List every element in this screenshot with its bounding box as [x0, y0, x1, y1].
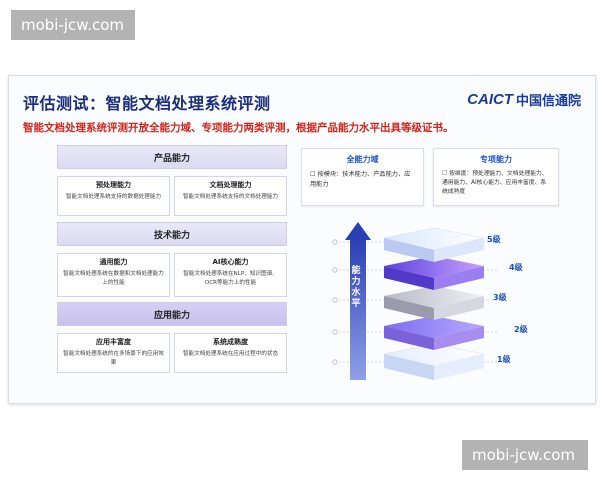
product-capability-header: 产品能力	[57, 145, 287, 169]
card-document-processing: 文档处理能力 智能文档处理系统支持的文档处理能力	[174, 176, 287, 216]
panel-desc: ☐ 按模块：技术能力、产品能力、应用能力	[310, 171, 411, 188]
layer-3	[384, 286, 484, 320]
card-ai-core: AI核心能力 智能文档处理系统在NLP、知识图谱、OCR等能力上的性能	[174, 253, 287, 297]
application-capability-header: 应用能力	[57, 302, 287, 326]
card-title: 通用能力	[99, 258, 128, 266]
watermark-top: mobi-jcw.com	[11, 10, 135, 40]
logo-latin: CAICT	[467, 91, 513, 108]
card-desc: 智能文档处理系统在数据和文档处理能力上的性能	[63, 271, 164, 286]
card-title: 预处理能力	[96, 181, 131, 189]
card-title: 应用丰富度	[96, 338, 131, 346]
slide-title: 评估测试：智能文档处理系统评测	[23, 94, 271, 113]
layer-1	[383, 343, 485, 380]
layer-4	[384, 256, 484, 290]
card-system-maturity: 系统成熟度 智能文档处理系统在应用过程中的状态	[174, 333, 287, 373]
panel-title: 全能力域	[346, 155, 379, 164]
slide-subtitle: 智能文档处理系统评测开放全能力域、专项能力两类评测，根据产品能力水平出具等级证书…	[23, 122, 454, 134]
card-general: 通用能力 智能文档处理系统在数据和文档处理能力上的性能	[57, 253, 170, 297]
level-3-label: 3级	[493, 293, 507, 302]
guide-dots	[332, 239, 338, 365]
card-desc: 智能文档处理系统支持的文档处理能力	[182, 194, 279, 200]
level-4-label: 4级	[509, 263, 523, 272]
axis-label: 能力水平	[351, 266, 361, 309]
card-title: AI核心能力	[212, 258, 249, 266]
card-preprocessing: 预处理能力 智能文档处理系统支持的数据处理能力	[57, 176, 170, 216]
level-up-arrow-icon	[345, 222, 371, 380]
layer-2	[384, 316, 484, 350]
card-desc: 智能文档处理系统在应用过程中的状态	[182, 351, 279, 357]
card-app-richness: 应用丰富度 智能文档处理系统的在多场景下的应用效果	[57, 333, 170, 373]
level-1-label: 1级	[497, 355, 511, 364]
tech-capability-header: 技术能力	[57, 222, 287, 246]
panel-desc: ☐ 按维度：预处理能力、文档处理能力、通用能力、AI核心能力、应用丰富度、系统成…	[442, 171, 548, 195]
special-capability-panel: 专项能力 ☐ 按维度：预处理能力、文档处理能力、通用能力、AI核心能力、应用丰富…	[433, 148, 559, 206]
panel-title: 专项能力	[480, 155, 512, 164]
card-title: 文档处理能力	[209, 181, 252, 189]
card-desc: 智能文档处理系统支持的数据处理能力	[65, 194, 162, 200]
logo-chinese: 中国信通院	[515, 94, 581, 109]
card-desc: 智能文档处理系统在NLP、知识图谱、OCR等能力上的性能	[183, 271, 278, 286]
card-title: 系统成熟度	[213, 338, 248, 346]
capability-level-illustration	[332, 222, 499, 380]
full-capability-panel: 全能力域 ☐ 按模块：技术能力、产品能力、应用能力	[301, 148, 424, 206]
card-desc: 智能文档处理系统的在多场景下的应用效果	[63, 351, 164, 366]
layer-5	[383, 227, 485, 262]
watermark-bottom: mobi-jcw.com	[462, 440, 588, 470]
level-5-label: 5级	[487, 235, 501, 244]
caict-logo: CAICT 中国信通院	[467, 90, 581, 109]
level-2-label: 2级	[514, 325, 528, 334]
slide: 评估测试：智能文档处理系统评测 CAICT 中国信通院 智能文档处理系统评测开放…	[8, 75, 596, 404]
